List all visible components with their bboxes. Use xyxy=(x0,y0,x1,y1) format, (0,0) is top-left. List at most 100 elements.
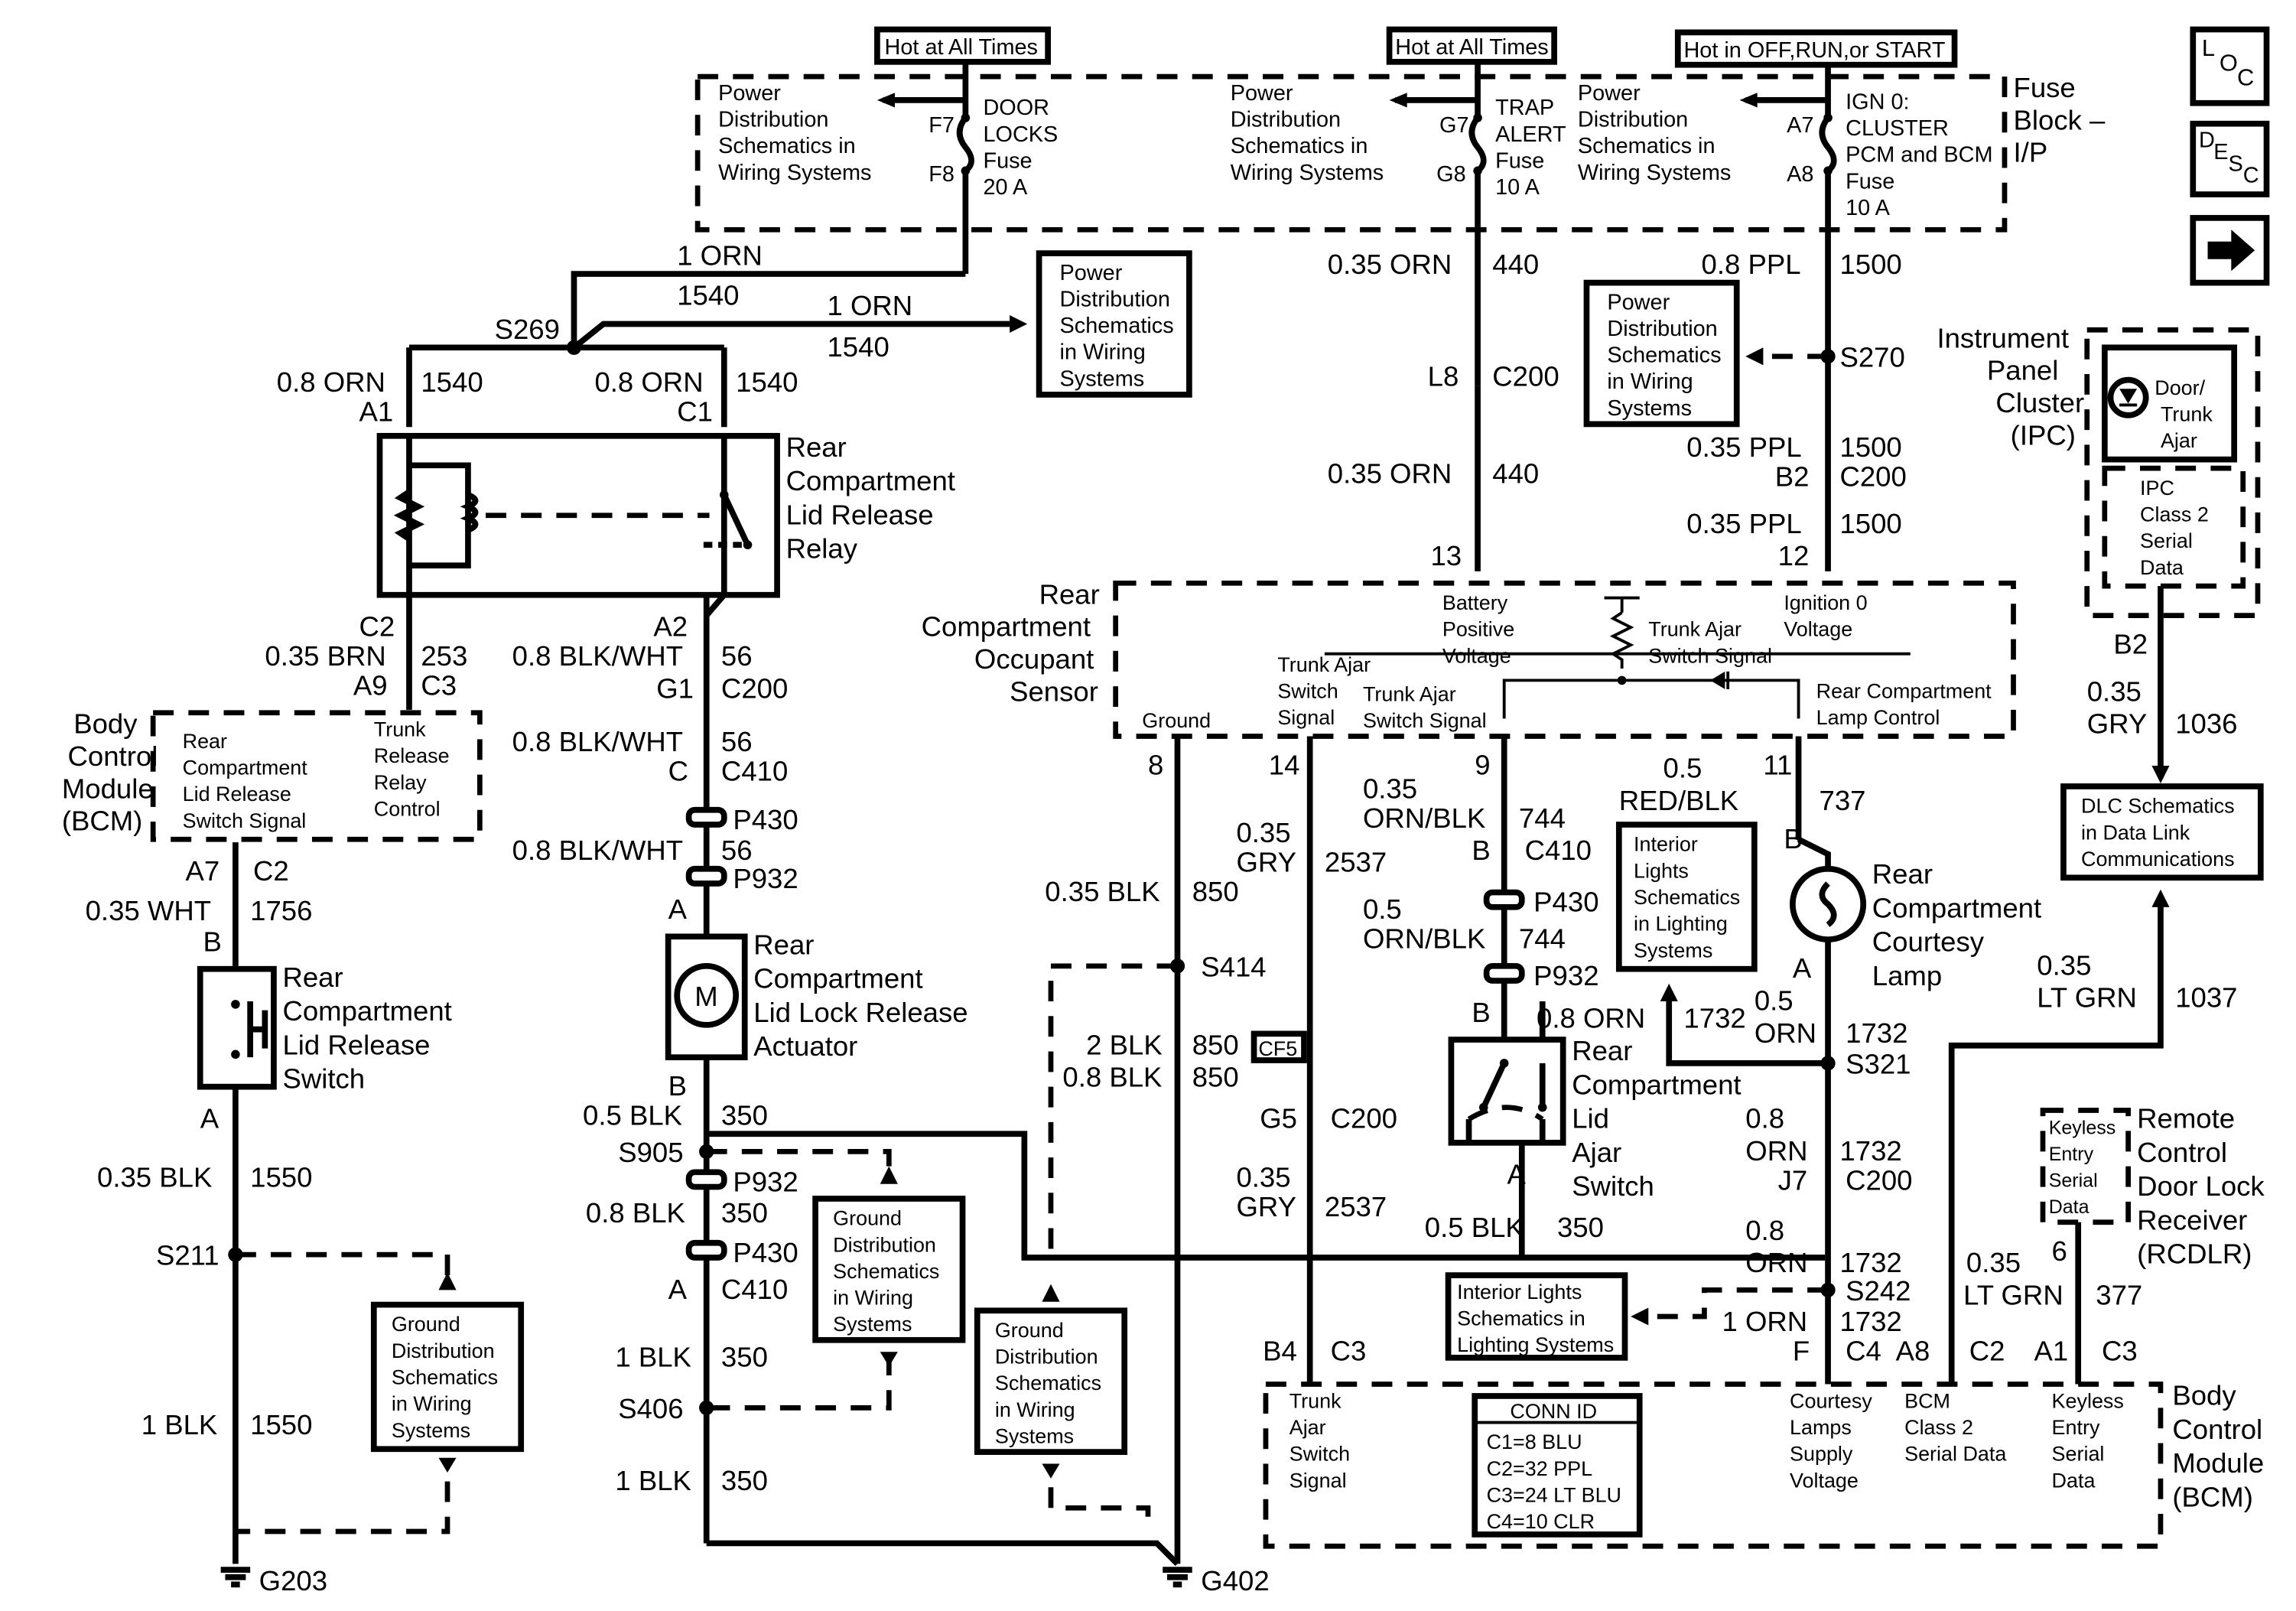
svg-text:350: 350 xyxy=(721,1197,768,1229)
svg-text:B: B xyxy=(668,1070,687,1102)
ref-ground-distribution-2[interactable]: Ground Distribution Schematics in Wiring… xyxy=(812,1196,966,1343)
svg-text:850: 850 xyxy=(1192,1029,1239,1060)
svg-text:Rear: Rear xyxy=(786,431,847,463)
svg-text:in Wiring: in Wiring xyxy=(995,1398,1075,1421)
svg-text:1732: 1732 xyxy=(1846,1017,1907,1049)
svg-text:0.8: 0.8 xyxy=(1745,1103,1784,1134)
svg-text:Relay: Relay xyxy=(374,771,427,794)
ref-interior-lights-1[interactable]: Interior Lights Schematics in Lighting S… xyxy=(1615,822,1758,972)
svg-text:(RCDLR): (RCDLR) xyxy=(2137,1238,2252,1270)
loc-button[interactable]: L O C xyxy=(2190,26,2270,106)
ref-ground-distribution-3[interactable]: Ground Distribution Schematics in Wiring… xyxy=(974,1284,1151,1532)
ref-interior-lights-2[interactable]: Interior Lights Schematics in Lighting S… xyxy=(1445,1272,1628,1361)
wire-1036: B2 0.35 GRY 1036 xyxy=(2087,586,2238,784)
svg-text:Voltage: Voltage xyxy=(1784,618,1852,641)
svg-text:Courtesy: Courtesy xyxy=(1790,1389,1872,1412)
svg-text:A1: A1 xyxy=(2034,1336,2068,1367)
wire-440: 0.35 ORN 440 L8 C200 0.35 ORN 440 13 xyxy=(1328,249,1559,571)
svg-text:Compartment: Compartment xyxy=(786,465,955,496)
svg-text:1500: 1500 xyxy=(1839,431,1901,463)
svg-text:Switch Signal: Switch Signal xyxy=(183,809,307,832)
svg-text:P430: P430 xyxy=(733,1237,798,1268)
svg-text:C200: C200 xyxy=(1492,360,1559,392)
svg-text:P932: P932 xyxy=(1533,960,1598,991)
ref-power-distribution-1[interactable]: Power Distribution Schematics in Wiring … xyxy=(1036,250,1192,398)
svg-text:(BCM): (BCM) xyxy=(62,806,143,837)
svg-text:Rear: Rear xyxy=(1572,1035,1632,1066)
svg-text:S414: S414 xyxy=(1201,951,1266,982)
wire-1732: A 0.8 ORN 1732 0.5 ORN 1732 S321 0.8 ORN… xyxy=(1537,939,1913,1385)
svg-text:Schematics: Schematics xyxy=(1060,314,1174,338)
svg-text:2537: 2537 xyxy=(1325,847,1387,878)
ref-power-distribution-2[interactable]: Power Distribution Schematics in Wiring … xyxy=(1583,279,1740,428)
svg-text:1540: 1540 xyxy=(827,331,889,363)
svg-text:0.8 BLK: 0.8 BLK xyxy=(1062,1062,1162,1093)
svg-text:0.8 PPL: 0.8 PPL xyxy=(1702,249,1801,280)
desc-button[interactable]: D E S C xyxy=(2190,120,2270,197)
svg-text:IGN 0:: IGN 0: xyxy=(1846,90,1909,114)
svg-text:B4: B4 xyxy=(1263,1336,1297,1367)
svg-text:0.35: 0.35 xyxy=(2087,675,2142,707)
ref-dlc-schematics[interactable]: DLC Schematics in Data Link Communicatio… xyxy=(2060,783,2264,881)
svg-text:Control: Control xyxy=(2172,1414,2262,1445)
svg-text:Voltage: Voltage xyxy=(1790,1469,1859,1492)
svg-text:A: A xyxy=(200,1103,220,1134)
rear-compartment-occupant-sensor: Rear Compartment Occupant Sensor Ground … xyxy=(922,578,2016,739)
svg-text:Data: Data xyxy=(2052,1469,2096,1492)
svg-text:Rear: Rear xyxy=(1872,858,1933,890)
svg-text:Schematics: Schematics xyxy=(1607,343,1721,368)
svg-text:Distribution: Distribution xyxy=(833,1233,936,1256)
svg-text:56: 56 xyxy=(721,726,753,757)
svg-text:C: C xyxy=(2243,164,2259,188)
svg-text:C200: C200 xyxy=(1839,461,1906,492)
ground-g402: G402 xyxy=(1163,1565,1270,1596)
svg-text:0.8 BLK/WHT: 0.8 BLK/WHT xyxy=(512,835,683,866)
svg-text:253: 253 xyxy=(421,640,467,672)
svg-text:Entry: Entry xyxy=(2049,1144,2094,1165)
fuse-ign-cluster: A7 A8 IGN 0: CLUSTER PCM and BCM Fuse 10… xyxy=(1578,64,1993,571)
svg-text:A2: A2 xyxy=(653,611,688,643)
svg-text:0.35: 0.35 xyxy=(1363,773,1417,804)
svg-text:Entry: Entry xyxy=(2052,1416,2100,1439)
svg-text:Supply: Supply xyxy=(1790,1443,1853,1466)
svg-text:C: C xyxy=(668,755,688,786)
svg-text:Rear: Rear xyxy=(282,962,343,993)
svg-text:0.35 PPL: 0.35 PPL xyxy=(1686,431,1801,463)
svg-text:1732: 1732 xyxy=(1839,1306,1901,1337)
svg-text:Trunk Ajar: Trunk Ajar xyxy=(1363,682,1456,705)
svg-text:0.35 WHT: 0.35 WHT xyxy=(86,895,211,926)
svg-text:in Wiring: in Wiring xyxy=(392,1392,472,1415)
svg-text:12: 12 xyxy=(1778,540,1810,571)
svg-text:1500: 1500 xyxy=(1839,508,1901,539)
svg-text:GRY: GRY xyxy=(1236,847,1296,878)
next-arrow-button[interactable] xyxy=(2190,215,2270,286)
svg-text:Distribution: Distribution xyxy=(1578,108,1688,132)
svg-text:850: 850 xyxy=(1192,876,1239,907)
svg-text:Lid Release: Lid Release xyxy=(183,783,291,806)
svg-text:0.35 BLK: 0.35 BLK xyxy=(97,1162,212,1193)
svg-text:Switch: Switch xyxy=(1289,1443,1350,1466)
svg-text:B: B xyxy=(1472,997,1490,1028)
ground-g203: G203 xyxy=(220,1565,327,1596)
svg-text:Sensor: Sensor xyxy=(1010,675,1098,707)
svg-text:377: 377 xyxy=(2096,1280,2142,1311)
svg-text:Voltage: Voltage xyxy=(1442,644,1511,667)
svg-text:Distribution: Distribution xyxy=(718,108,828,132)
svg-text:B: B xyxy=(203,926,222,958)
svg-text:IPC: IPC xyxy=(2140,477,2174,500)
svg-text:Switch: Switch xyxy=(282,1063,365,1095)
svg-text:C200: C200 xyxy=(1846,1164,1912,1196)
svg-text:Systems: Systems xyxy=(1607,396,1692,421)
svg-text:Power: Power xyxy=(1231,81,1293,106)
svg-text:C1: C1 xyxy=(677,396,713,428)
svg-text:11: 11 xyxy=(1763,750,1792,781)
svg-text:1732: 1732 xyxy=(1839,1135,1901,1167)
svg-text:Fuse: Fuse xyxy=(983,148,1032,173)
svg-text:A9: A9 xyxy=(353,670,388,701)
svg-text:Trunk Ajar: Trunk Ajar xyxy=(1277,653,1371,676)
svg-text:C: C xyxy=(2237,64,2254,91)
svg-text:2537: 2537 xyxy=(1325,1191,1387,1222)
svg-text:S270: S270 xyxy=(1839,341,1904,373)
ref-ground-distribution-1[interactable]: Ground Distribution Schematics in Wiring… xyxy=(370,1301,525,1453)
svg-text:Compartment: Compartment xyxy=(282,995,451,1027)
